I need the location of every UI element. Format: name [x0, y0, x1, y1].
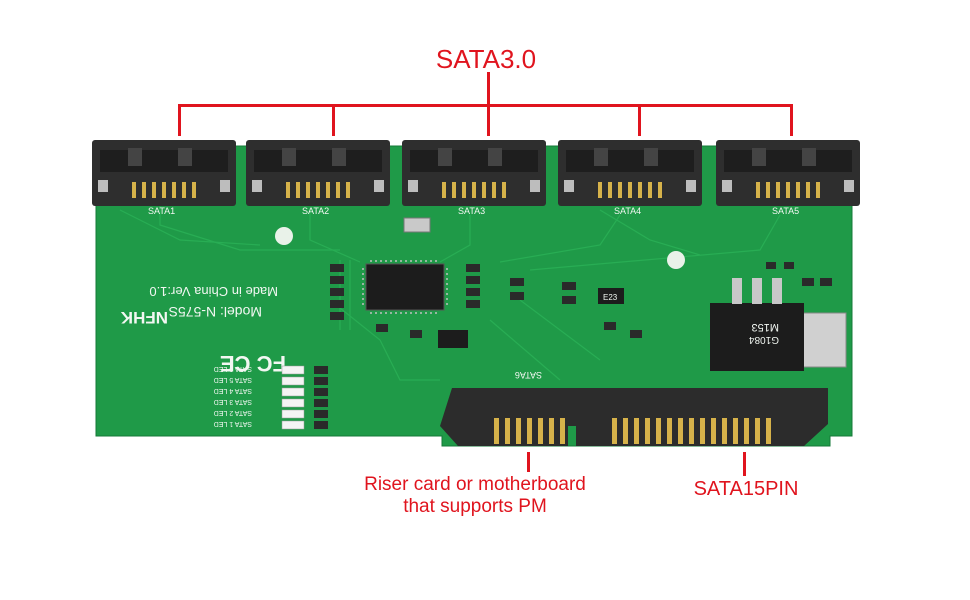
riser-callout-line1: Riser card or motherboard	[364, 474, 586, 495]
silkscreen-text: Made in China Ver:1.0 Model: N-575S NFHK…	[120, 284, 286, 376]
chip-pins	[362, 260, 448, 314]
sata-port-label: SATA3	[458, 206, 485, 216]
regulator-marking-2: G1084	[749, 334, 779, 345]
top-leader-stem	[487, 72, 490, 104]
power-pin	[722, 418, 727, 444]
regulator-tab	[801, 312, 847, 368]
regulator-lead	[732, 278, 742, 304]
status-led: SATA 4 LED	[214, 387, 328, 397]
power-pin	[711, 418, 716, 444]
status-led: SATA 1 LED	[214, 420, 328, 430]
data-pin	[549, 418, 554, 444]
sata-port-label: SATA5	[772, 206, 799, 216]
sata-port-2: SATA2	[246, 140, 390, 216]
controller-chip	[365, 263, 445, 311]
regulator-lead	[752, 278, 762, 304]
sata-port-1: SATA1	[92, 140, 236, 216]
sata15pin-callout: SATA15PIN	[693, 478, 799, 500]
sata-port-3: SATA3	[402, 140, 546, 216]
top-leader-drop-5	[790, 104, 793, 136]
model-text: Model: N-575S	[169, 304, 262, 320]
sata30-callout: SATA3.0	[435, 44, 537, 74]
power-pin	[766, 418, 771, 444]
led-label: SATA 1 LED	[214, 420, 252, 427]
power-pin	[755, 418, 760, 444]
riser-callout: Riser card or motherboard that supports …	[300, 474, 650, 518]
mounting-hole	[275, 227, 293, 245]
status-led: SATA 6 LED	[214, 365, 328, 375]
voltage-regulator	[710, 303, 804, 371]
crystal-oscillator	[403, 217, 431, 233]
top-leader-drop-1	[178, 104, 181, 136]
small-chip-marking: E23	[603, 293, 618, 302]
power-pin	[612, 418, 617, 444]
led-label: SATA 6 LED	[214, 365, 252, 372]
power-pin	[689, 418, 694, 444]
data-pin	[494, 418, 499, 444]
bottom-pin-row	[494, 418, 771, 444]
sata-port-label: SATA4	[614, 206, 641, 216]
regulator-lead	[772, 278, 782, 304]
power-pin	[744, 418, 749, 444]
small-chip-e23	[598, 288, 624, 304]
sata-port-label: SATA2	[302, 206, 329, 216]
status-led: SATA 5 LED	[214, 376, 328, 386]
led-column: SATA 6 LED SATA 5 LED SATA 4 LED SATA 3 LED…	[214, 365, 328, 430]
sata-port-5: SATA5	[716, 140, 860, 216]
top-leader-drop-3	[487, 104, 490, 136]
data-pin	[505, 418, 510, 444]
made-in-text: Made in China Ver:1.0	[149, 284, 278, 299]
power-pin	[700, 418, 705, 444]
power-pin	[634, 418, 639, 444]
status-led: SATA 2 LED	[214, 409, 328, 419]
bottom-sata-connector: SATA6	[440, 370, 828, 446]
led-label: SATA 3 LED	[214, 398, 252, 405]
sata-port-4: SATA4	[558, 140, 702, 216]
data-pin	[538, 418, 543, 444]
data-pin	[560, 418, 565, 444]
top-leader-bar	[178, 104, 793, 107]
riser-leader	[527, 452, 530, 472]
mounting-hole	[667, 251, 685, 269]
power-pin	[667, 418, 672, 444]
fc-ce-marks: FC CE	[220, 351, 286, 376]
top-leader-drop-2	[332, 104, 335, 136]
brand-text: NFHK	[120, 308, 168, 327]
power-pin	[678, 418, 683, 444]
power-pin	[645, 418, 650, 444]
sata-port-group: SATA1 SATA2 SATA3 SATA4 SATA5	[92, 140, 860, 216]
led-label: SATA 4 LED	[214, 387, 252, 394]
led-label: SATA 5 LED	[214, 376, 252, 383]
power-pin	[656, 418, 661, 444]
resistor-array	[330, 262, 832, 338]
power-leader	[743, 452, 746, 476]
top-leader-drop-4	[638, 104, 641, 136]
small-chip-u2	[438, 330, 468, 348]
power-pin	[623, 418, 628, 444]
bottom-connector-label: SATA6	[515, 370, 542, 380]
power-pin	[733, 418, 738, 444]
regulator-marking-1: M153	[751, 321, 779, 333]
data-pin	[516, 418, 521, 444]
riser-callout-line2: that supports PM	[403, 496, 547, 517]
status-led: SATA 3 LED	[214, 398, 328, 408]
led-label: SATA 2 LED	[214, 409, 252, 416]
sata-port-label: SATA1	[148, 206, 175, 216]
data-pin	[527, 418, 532, 444]
